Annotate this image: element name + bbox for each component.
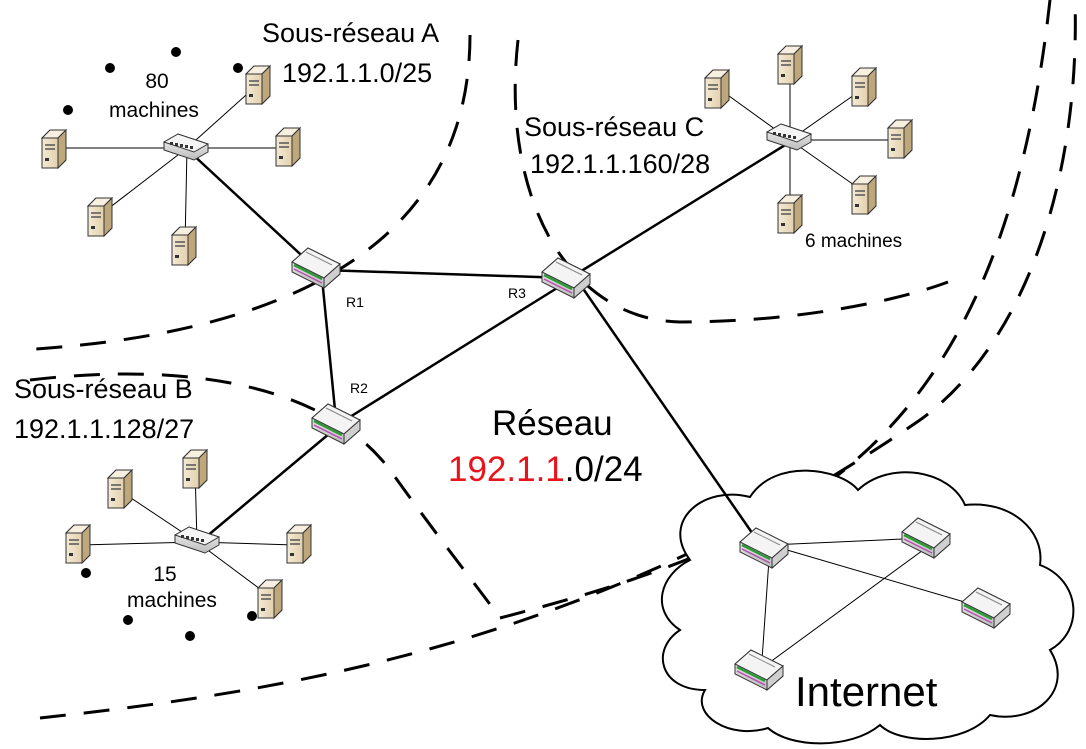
links bbox=[189, 140, 791, 543]
server-icon bbox=[777, 45, 803, 85]
subnet-b-count-unit: machines bbox=[127, 589, 217, 612]
server-icon bbox=[65, 524, 91, 564]
subnet-b-cidr: 192.1.1.128/27 bbox=[14, 414, 195, 444]
network-cidr: 192.1.1.0/24 bbox=[448, 450, 643, 490]
server-icon bbox=[245, 65, 271, 105]
server-icon bbox=[171, 226, 197, 266]
server-icon bbox=[777, 194, 803, 234]
server-icon bbox=[41, 129, 67, 169]
server-icon bbox=[704, 69, 730, 109]
server-icon bbox=[257, 579, 283, 619]
network-boundary-inner bbox=[499, 0, 1052, 620]
subnet-a-count-unit: machines bbox=[109, 99, 199, 122]
router-r2-label: R2 bbox=[350, 380, 368, 396]
subnet-c-cidr: 192.1.1.160/28 bbox=[530, 149, 711, 179]
server-icon bbox=[851, 175, 877, 215]
server-icon bbox=[275, 127, 301, 167]
server-icon bbox=[87, 197, 113, 237]
server-icon bbox=[182, 449, 208, 489]
server-icon bbox=[887, 119, 913, 159]
switch-icon bbox=[163, 133, 209, 161]
subnet-a-count: 80 bbox=[145, 70, 169, 93]
subnet-a-cidr: 192.1.1.0/25 bbox=[282, 58, 433, 88]
more-machines-dots bbox=[63, 47, 257, 641]
subnet-a-name: Sous-réseau A bbox=[262, 18, 440, 48]
subnet-c-name: Sous-réseau C bbox=[524, 112, 705, 142]
server-icon bbox=[851, 67, 877, 107]
subnet-b-count: 15 bbox=[153, 563, 177, 586]
router-icon bbox=[310, 402, 362, 446]
network-title: Réseau bbox=[492, 404, 613, 443]
subnet-b-name: Sous-réseau B bbox=[14, 374, 193, 404]
subnet-a-boundary bbox=[19, 34, 472, 352]
server-icon bbox=[107, 469, 133, 509]
switch-icon bbox=[766, 123, 812, 151]
network-cidr-suffix: .0/24 bbox=[564, 450, 643, 489]
router-r1-label: R1 bbox=[346, 294, 364, 310]
internet-label: Internet bbox=[795, 668, 938, 715]
server-icon bbox=[286, 524, 312, 564]
network-cidr-prefix: 192.1.1 bbox=[448, 450, 565, 489]
subnet-c-count: 6 machines bbox=[805, 231, 903, 252]
router-r3-label: R3 bbox=[508, 285, 526, 301]
